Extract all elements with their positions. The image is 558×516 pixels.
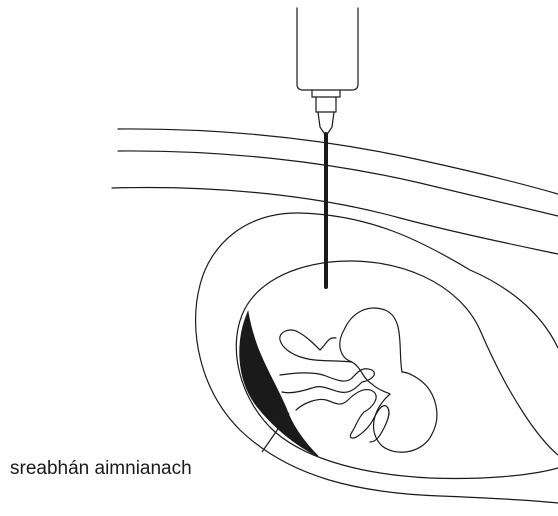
amniotic-fluid-pocket	[240, 312, 318, 456]
abdominal-wall	[112, 129, 558, 254]
amniotic-fluid-label: sreabhán aimnianach	[10, 458, 192, 479]
fetus-head	[340, 308, 402, 394]
fetus-body	[374, 372, 437, 452]
syringe	[297, 8, 358, 287]
syringe-barrel	[297, 8, 358, 90]
skin-line	[118, 129, 558, 194]
amniotic-sac	[236, 261, 558, 479]
fetus-upper-limb	[280, 369, 374, 393]
syringe-luer	[316, 97, 336, 112]
fat-line	[118, 151, 558, 216]
muscle-line	[112, 188, 558, 254]
fetus	[280, 308, 437, 452]
syringe-hub	[312, 90, 340, 97]
